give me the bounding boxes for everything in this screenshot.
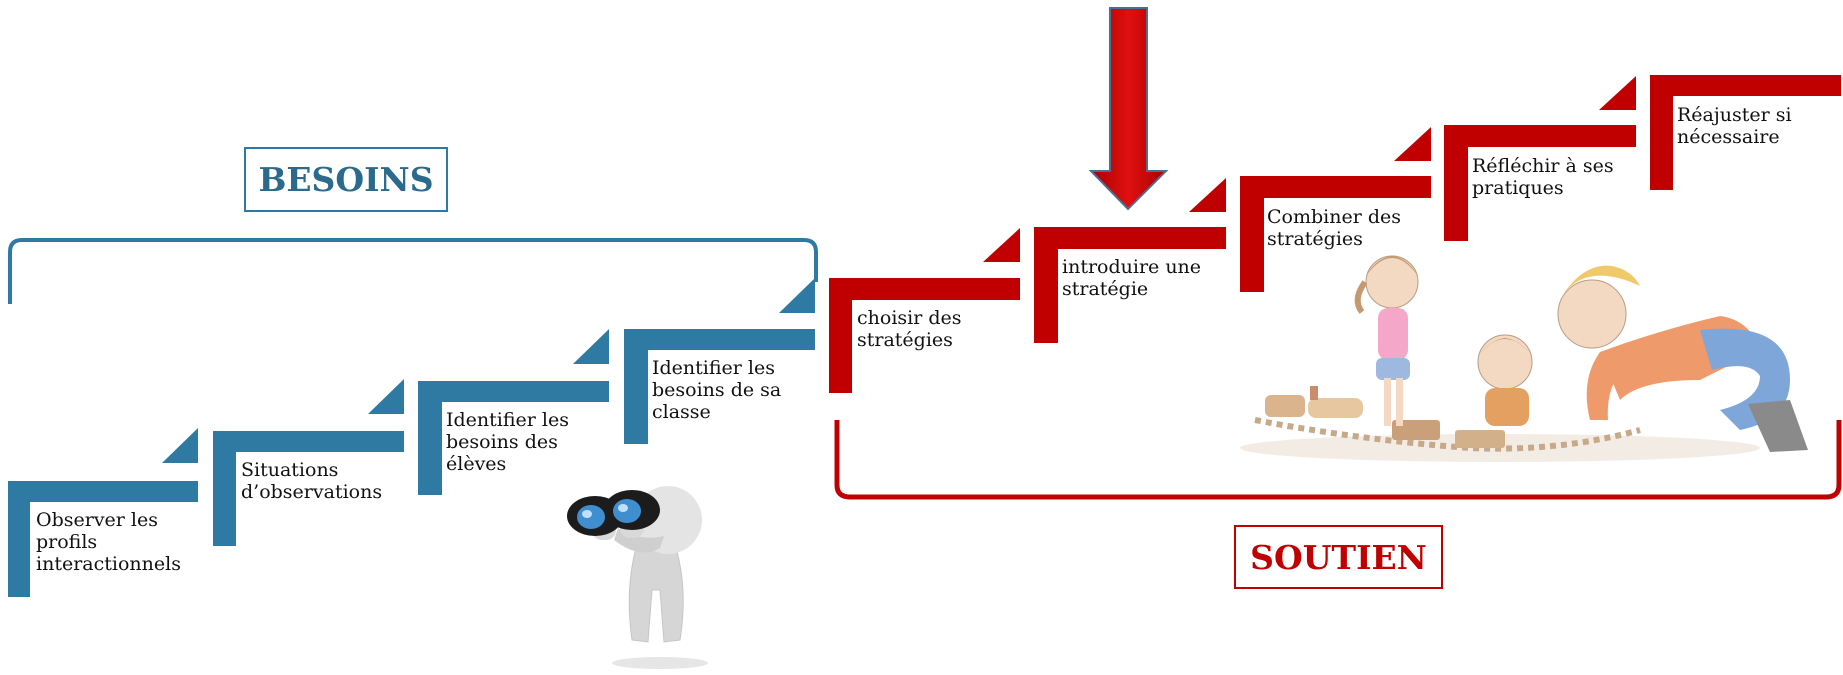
besoins-step-3 — [418, 329, 609, 495]
besoins-step-4 — [624, 278, 815, 444]
besoins-title: BESOINS — [244, 147, 448, 212]
besoins-step-3-label: Identifier les besoins des élèves — [446, 409, 569, 475]
besoins-step-1 — [8, 428, 198, 597]
binoculars-person-icon — [567, 486, 708, 669]
children-playing-train-illustration — [1240, 255, 1808, 462]
soutien-title: SOUTIEN — [1234, 525, 1443, 589]
soutien-step-5-label: Réajuster si nécessaire — [1677, 104, 1792, 148]
soutien-step-1 — [829, 228, 1020, 393]
soutien-steps — [829, 75, 1841, 393]
besoins-steps — [8, 278, 815, 597]
soutien-step-1-label: choisir des stratégies — [857, 307, 962, 351]
besoins-step-2-label: Situations d’observations — [241, 459, 383, 503]
soutien-step-2-label: introduire une stratégie — [1062, 256, 1202, 300]
soutien-step-4 — [1444, 76, 1636, 241]
besoins-step-1-label: Observer les profils interactionnels — [36, 509, 181, 575]
down-arrow-icon — [1088, 7, 1169, 211]
soutien-step-3-label: Combiner des stratégies — [1267, 206, 1401, 250]
besoins-step-4-label: Identifier les besoins de sa classe — [652, 357, 782, 423]
soutien-step-4-label: Réfléchir à ses pratiques — [1472, 155, 1614, 199]
soutien-step-2 — [1034, 178, 1226, 343]
soutien-step-5 — [1650, 75, 1841, 190]
soutien-bracket — [834, 420, 1842, 500]
besoins-bracket — [8, 238, 818, 304]
soutien-step-3 — [1240, 127, 1431, 292]
besoins-step-2 — [213, 379, 404, 546]
